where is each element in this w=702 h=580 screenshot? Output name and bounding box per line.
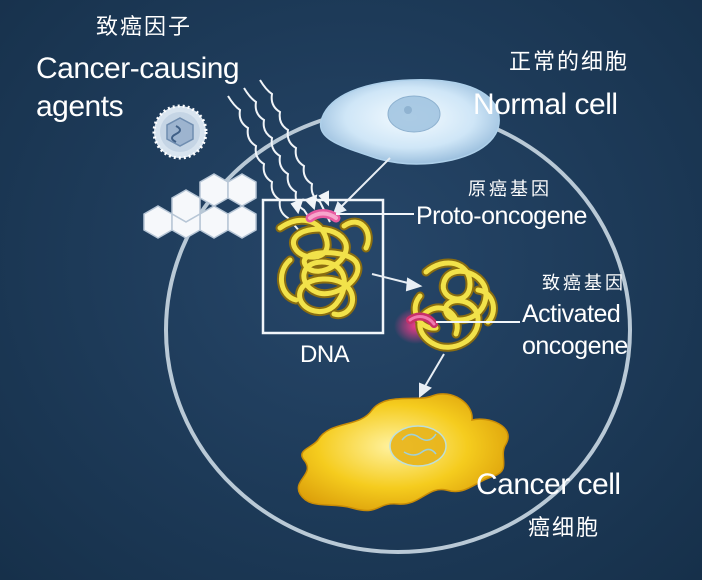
arrow-normal-to-dna (332, 157, 391, 216)
chemical-hexagon-icon (143, 173, 257, 239)
activated-oncogene-label-en-line2: oncogene (522, 332, 628, 360)
cancer-cell-nucleus (389, 425, 447, 467)
dna-label: DNA (300, 341, 350, 368)
agents-label-en-line2: agents (36, 90, 124, 123)
normal-cell-label-zh: 正常的细胞 (509, 50, 630, 75)
normal-cell-nucleus (387, 95, 441, 133)
virus-icon (152, 104, 208, 160)
proto-oncogene-label-en: Proto-oncogene (416, 202, 587, 230)
activated-oncogene-label-zh: 致癌基因 (542, 273, 626, 294)
activated-strand (394, 258, 498, 352)
normal-cell-label-en: Normal cell (473, 88, 618, 121)
activated-oncogene-label-en-line1: Activated (522, 300, 621, 328)
cancer-cell-label-zh: 癌细胞 (528, 516, 601, 541)
agents-label-zh: 致癌因子 (96, 15, 193, 40)
arrow-activated-to-cancer (419, 353, 445, 399)
arrow-dna-to-activated (371, 273, 423, 292)
agents-label-en-line1: Cancer-causing (36, 52, 240, 85)
cancer-cell (297, 393, 509, 512)
proto-oncogene-label-zh: 原癌基因 (468, 179, 552, 200)
dna-box (261, 198, 385, 335)
normal-cell (319, 79, 500, 165)
dna-strand (275, 209, 373, 320)
cancer-cell-label-en: Cancer cell (476, 468, 621, 501)
